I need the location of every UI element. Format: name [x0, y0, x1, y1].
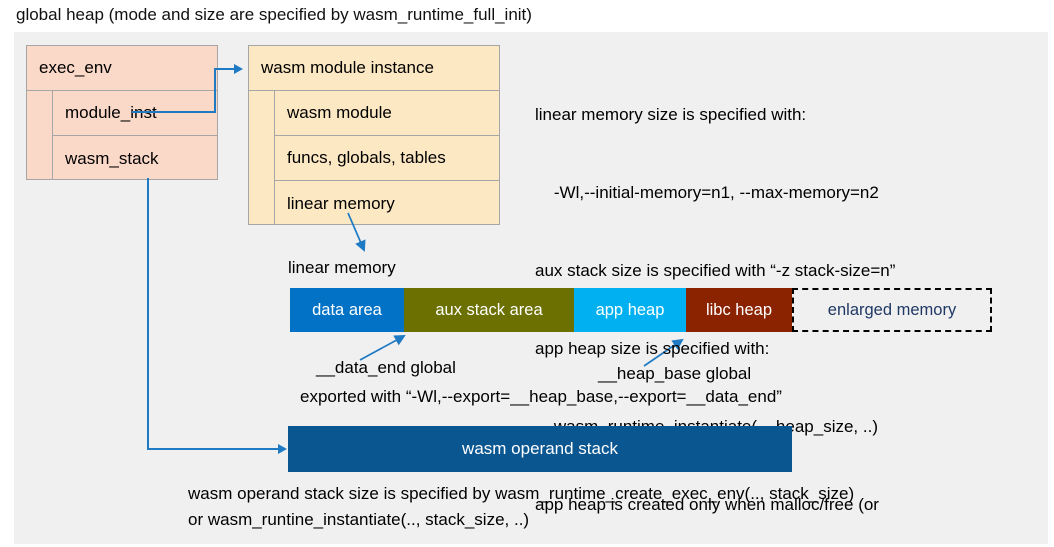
operand-stack-label: wasm operand stack	[462, 439, 618, 458]
notes-line-1: linear memory size is specified with:	[535, 105, 807, 124]
notes-line-4: app heap size is specified with:	[535, 339, 770, 358]
annotation-heap-base: __heap_base global	[598, 364, 752, 383]
annotation-data-end: __data_end global	[316, 358, 456, 377]
module-instance-box: wasm module instance wasm module funcs, …	[248, 45, 500, 225]
page-title: global heap (mode and size are specified…	[16, 5, 532, 24]
connector-wasm-stack-arrowhead	[278, 444, 287, 454]
notes-line-2: -Wl,--initial-memory=n1, --max-memory=n2	[535, 183, 879, 202]
exec-env-header: exec_env	[27, 46, 217, 91]
exec-env-row-wasm-stack: wasm_stack	[65, 148, 159, 168]
notes-block: linear memory size is specified with: -W…	[535, 50, 895, 547]
module-instance-row-linear-memory: linear memory	[287, 193, 395, 213]
memory-segment-aux-stack-area: aux stack area	[404, 288, 574, 332]
connector-module-inst-vertical	[214, 68, 216, 113]
memory-segment-enlarged-memory: enlarged memory	[792, 288, 992, 332]
connector-module-inst-horizontal-lower	[132, 111, 216, 113]
module-instance-row-wasm-module: wasm module	[275, 91, 499, 136]
data-end-arrow	[359, 335, 406, 361]
connector-module-inst-horizontal-upper	[214, 68, 234, 70]
operand-stack-box: wasm operand stack	[288, 426, 792, 472]
connector-module-inst-arrowhead	[234, 64, 243, 74]
module-instance-gutter	[249, 91, 275, 224]
heap-base-arrow	[643, 338, 684, 367]
annotation-exported: exported with “-Wl,--export=__heap_base,…	[300, 387, 782, 406]
memory-segment-libc-heap: libc heap	[686, 288, 792, 332]
linear-memory-label: linear memory	[288, 258, 396, 277]
linear-memory-arrow	[347, 212, 366, 252]
notes-line-3: aux stack size is specified with “-z sta…	[535, 261, 896, 280]
operand-stack-note-line-1: wasm operand stack size is specified by …	[188, 484, 855, 503]
exec-env-box: exec_env module_inst wasm_stack	[26, 45, 218, 180]
connector-wasm-stack-vertical	[147, 178, 149, 449]
notes-line-6: app heap is created only when malloc/fre…	[535, 495, 879, 514]
memory-segment-app-heap: app heap	[574, 288, 686, 332]
memory-segment-data-area: data area	[290, 288, 404, 332]
operand-stack-note-line-2: or wasm_runtine_instantiate(.., stack_si…	[188, 510, 530, 529]
exec-env-row-module-inst: module_inst	[53, 91, 217, 136]
exec-env-gutter	[27, 91, 53, 179]
module-instance-header: wasm module instance	[249, 46, 499, 91]
operand-stack-note: wasm operand stack size is specified by …	[188, 481, 854, 533]
module-instance-row-funcs: funcs, globals, tables	[275, 136, 499, 181]
connector-wasm-stack-horizontal	[147, 448, 278, 450]
